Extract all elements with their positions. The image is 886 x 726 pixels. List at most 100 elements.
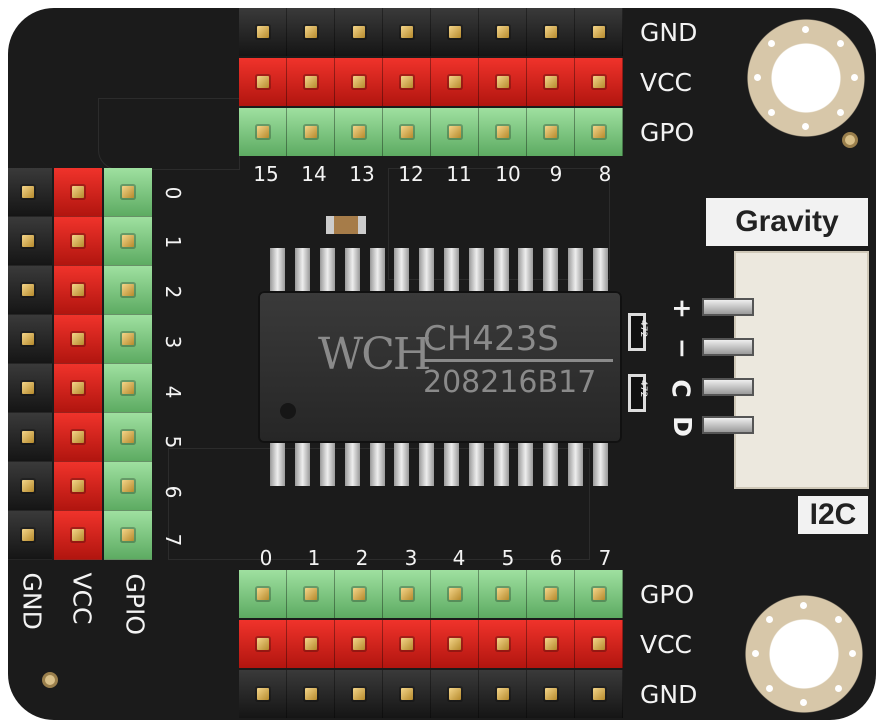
smd-capacitor — [326, 216, 366, 234]
connector-minus-label: − — [667, 338, 697, 359]
gpo-pin — [527, 570, 575, 618]
resistor — [628, 374, 646, 412]
gnd-pin — [8, 315, 52, 364]
connector-pin — [702, 416, 754, 434]
gnd-pin — [527, 8, 575, 56]
vcc-pin — [575, 58, 623, 106]
pin1-marker — [280, 403, 296, 419]
chip-part-number: CH423S — [423, 319, 559, 359]
left-gpio-header-column — [104, 168, 152, 560]
top-pin-number: 11 — [446, 162, 472, 186]
vcc-pin — [239, 58, 287, 106]
gpo-pin — [575, 108, 623, 156]
gnd-pin — [287, 670, 335, 718]
ch423s-io-expansion-board: GND VCC GPO 15 14 13 12 11 10 9 8 — [8, 8, 876, 720]
gnd-pin — [8, 511, 52, 560]
gpo-pin — [431, 570, 479, 618]
gnd-pin — [239, 8, 287, 56]
gpo-pin — [287, 570, 335, 618]
top-vcc-label: VCC — [640, 68, 693, 97]
chip-brand-logo: WCH — [318, 329, 431, 380]
left-gpio-label: GPIO — [120, 573, 150, 636]
connector-plus-label: + — [667, 298, 697, 319]
vcc-pin — [335, 620, 383, 668]
bottom-pin-number: 1 — [307, 546, 321, 570]
gnd-pin — [335, 8, 383, 56]
gpo-pin — [335, 108, 383, 156]
resistor — [628, 313, 646, 351]
left-gnd-label: GND — [17, 572, 47, 630]
gnd-pin — [335, 670, 383, 718]
gnd-pin — [239, 670, 287, 718]
vcc-pin — [575, 620, 623, 668]
bottom-gpo-header-row — [239, 570, 623, 618]
top-gnd-header-row — [239, 8, 623, 56]
top-gnd-label: GND — [640, 18, 698, 47]
bottom-pin-number: 0 — [259, 546, 273, 570]
vcc-pin — [54, 364, 102, 413]
vcc-pin — [287, 58, 335, 106]
vcc-pin — [54, 217, 102, 266]
gnd-pin — [8, 462, 52, 511]
gpo-pin — [479, 108, 527, 156]
vcc-pin — [54, 168, 102, 217]
gnd-pin — [479, 670, 527, 718]
top-pin-number: 8 — [598, 162, 612, 186]
vcc-pin — [383, 58, 431, 106]
gpio-pin — [104, 315, 152, 364]
connector-pin — [702, 378, 754, 396]
gpo-pin — [383, 570, 431, 618]
ch423s-chip: WCH CH423S 208216B17 — [258, 291, 622, 443]
i2c-label: I2C — [798, 496, 868, 534]
gravity-label: Gravity — [706, 198, 868, 246]
bottom-vcc-header-row — [239, 620, 623, 668]
gravity-i2c-connector[interactable] — [734, 251, 869, 489]
left-pin-number: 4 — [161, 385, 185, 399]
gpio-pin — [104, 413, 152, 462]
top-vcc-header-row — [239, 58, 623, 106]
vcc-pin — [479, 58, 527, 106]
bottom-pin-number: 7 — [598, 546, 612, 570]
test-pad — [842, 132, 858, 148]
bottom-pin-number: 4 — [452, 546, 466, 570]
gpio-pin — [104, 364, 152, 413]
gnd-pin — [8, 266, 52, 315]
vcc-pin — [54, 413, 102, 462]
gpo-pin — [383, 108, 431, 156]
connector-c-label: C — [666, 379, 696, 398]
left-vcc-header-column — [54, 168, 102, 560]
vcc-pin — [527, 620, 575, 668]
vcc-pin — [527, 58, 575, 106]
gnd-pin — [287, 8, 335, 56]
vcc-pin — [54, 266, 102, 315]
mounting-hole — [746, 18, 866, 138]
gnd-pin — [479, 8, 527, 56]
top-pin-number: 9 — [549, 162, 563, 186]
top-pin-number: 14 — [301, 162, 327, 186]
gnd-pin — [383, 670, 431, 718]
vcc-pin — [287, 620, 335, 668]
gpo-pin — [239, 570, 287, 618]
bottom-gpo-label: GPO — [640, 580, 695, 609]
gnd-pin — [8, 168, 52, 217]
gpio-pin — [104, 266, 152, 315]
left-pin-number: 1 — [161, 235, 185, 249]
gnd-pin — [8, 217, 52, 266]
vcc-pin — [431, 620, 479, 668]
connector-pin — [702, 298, 754, 316]
gpo-pin — [239, 108, 287, 156]
top-gpo-label: GPO — [640, 118, 695, 147]
bottom-gnd-label: GND — [640, 680, 698, 709]
left-pin-number: 5 — [161, 435, 185, 449]
top-pin-number: 10 — [495, 162, 521, 186]
bottom-pin-number: 5 — [501, 546, 515, 570]
left-pin-number: 0 — [161, 186, 185, 200]
gnd-pin — [8, 364, 52, 413]
vcc-pin — [239, 620, 287, 668]
gnd-pin — [575, 8, 623, 56]
gnd-pin — [431, 8, 479, 56]
pcb-trace — [98, 98, 240, 170]
gpio-pin — [104, 511, 152, 560]
gpo-pin — [335, 570, 383, 618]
left-gnd-header-column — [8, 168, 52, 560]
